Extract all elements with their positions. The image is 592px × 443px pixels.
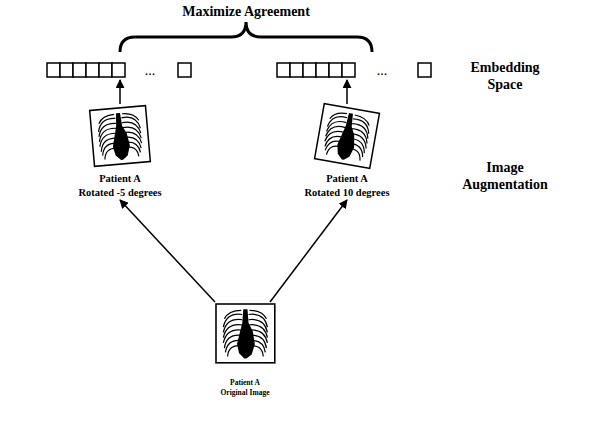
- curly-brace: [120, 22, 372, 52]
- image-caption: Patient A: [195, 378, 295, 388]
- objective-label: Maximize Agreement: [166, 3, 326, 20]
- embedding-vector-cells: [277, 63, 431, 77]
- image-caption: Rotated 10 degrees: [297, 186, 397, 199]
- stage-label: Image Augmentation: [452, 159, 558, 193]
- flow-arrow: [270, 200, 347, 302]
- chest-xray-image: [216, 304, 275, 363]
- flow-arrow: [120, 200, 215, 302]
- embedding-vector: ...: [275, 62, 435, 80]
- xray-image-node: Patient ARotated -5 degrees: [70, 104, 170, 200]
- chest-xray-image: [90, 106, 151, 167]
- flow-arrow: [346, 80, 348, 104]
- embedding-vector: ...: [45, 62, 193, 80]
- embedding-vector-cells: [47, 63, 191, 77]
- flow-arrow: [119, 80, 121, 104]
- xray-image-node: Patient ARotated 10 degrees: [297, 104, 397, 200]
- xray-image-node: Patient AOriginal Image: [195, 302, 295, 398]
- ellipsis-mark: ...: [125, 62, 175, 80]
- image-caption: Rotated -5 degrees: [70, 186, 170, 199]
- stage-label: Embedding Space: [460, 59, 550, 93]
- image-caption: Patient A: [297, 172, 397, 185]
- image-caption: Patient A: [70, 172, 170, 185]
- ellipsis-mark: ...: [357, 62, 407, 80]
- chest-xray-image: [315, 104, 380, 169]
- image-caption: Original Image: [195, 388, 295, 398]
